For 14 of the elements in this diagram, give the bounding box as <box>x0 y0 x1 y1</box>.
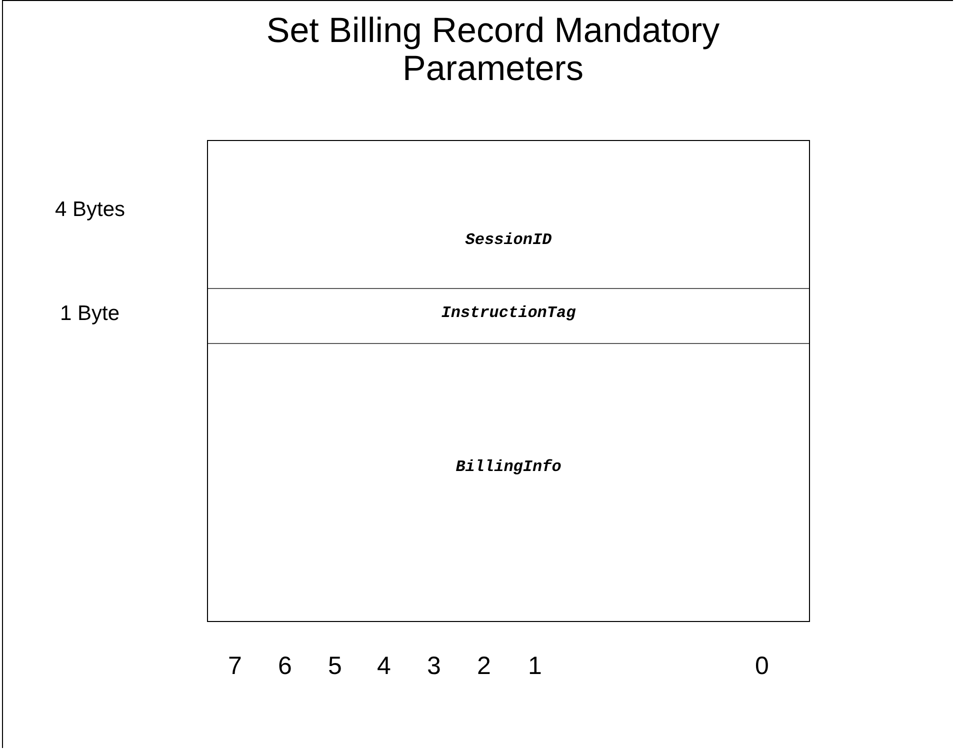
bit-number: 3 <box>426 652 442 681</box>
field-name: InstructionTag <box>440 304 577 322</box>
bit-number: 5 <box>327 652 343 681</box>
bit-number: 2 <box>476 652 492 681</box>
bit-number: 0 <box>754 652 770 681</box>
bit-number: 7 <box>227 652 243 681</box>
bit-number: 1 <box>527 652 543 681</box>
field-size-label: 4 Bytes <box>55 198 126 222</box>
field-name: BillingInfo <box>454 458 562 476</box>
diagram-title: Set Billing Record Mandatory Parameters <box>265 12 721 88</box>
bit-number: 4 <box>376 652 392 681</box>
bit-number: 6 <box>277 652 293 681</box>
field-name: SessionID <box>464 231 553 249</box>
field-size-label: 1 Byte <box>60 302 120 326</box>
